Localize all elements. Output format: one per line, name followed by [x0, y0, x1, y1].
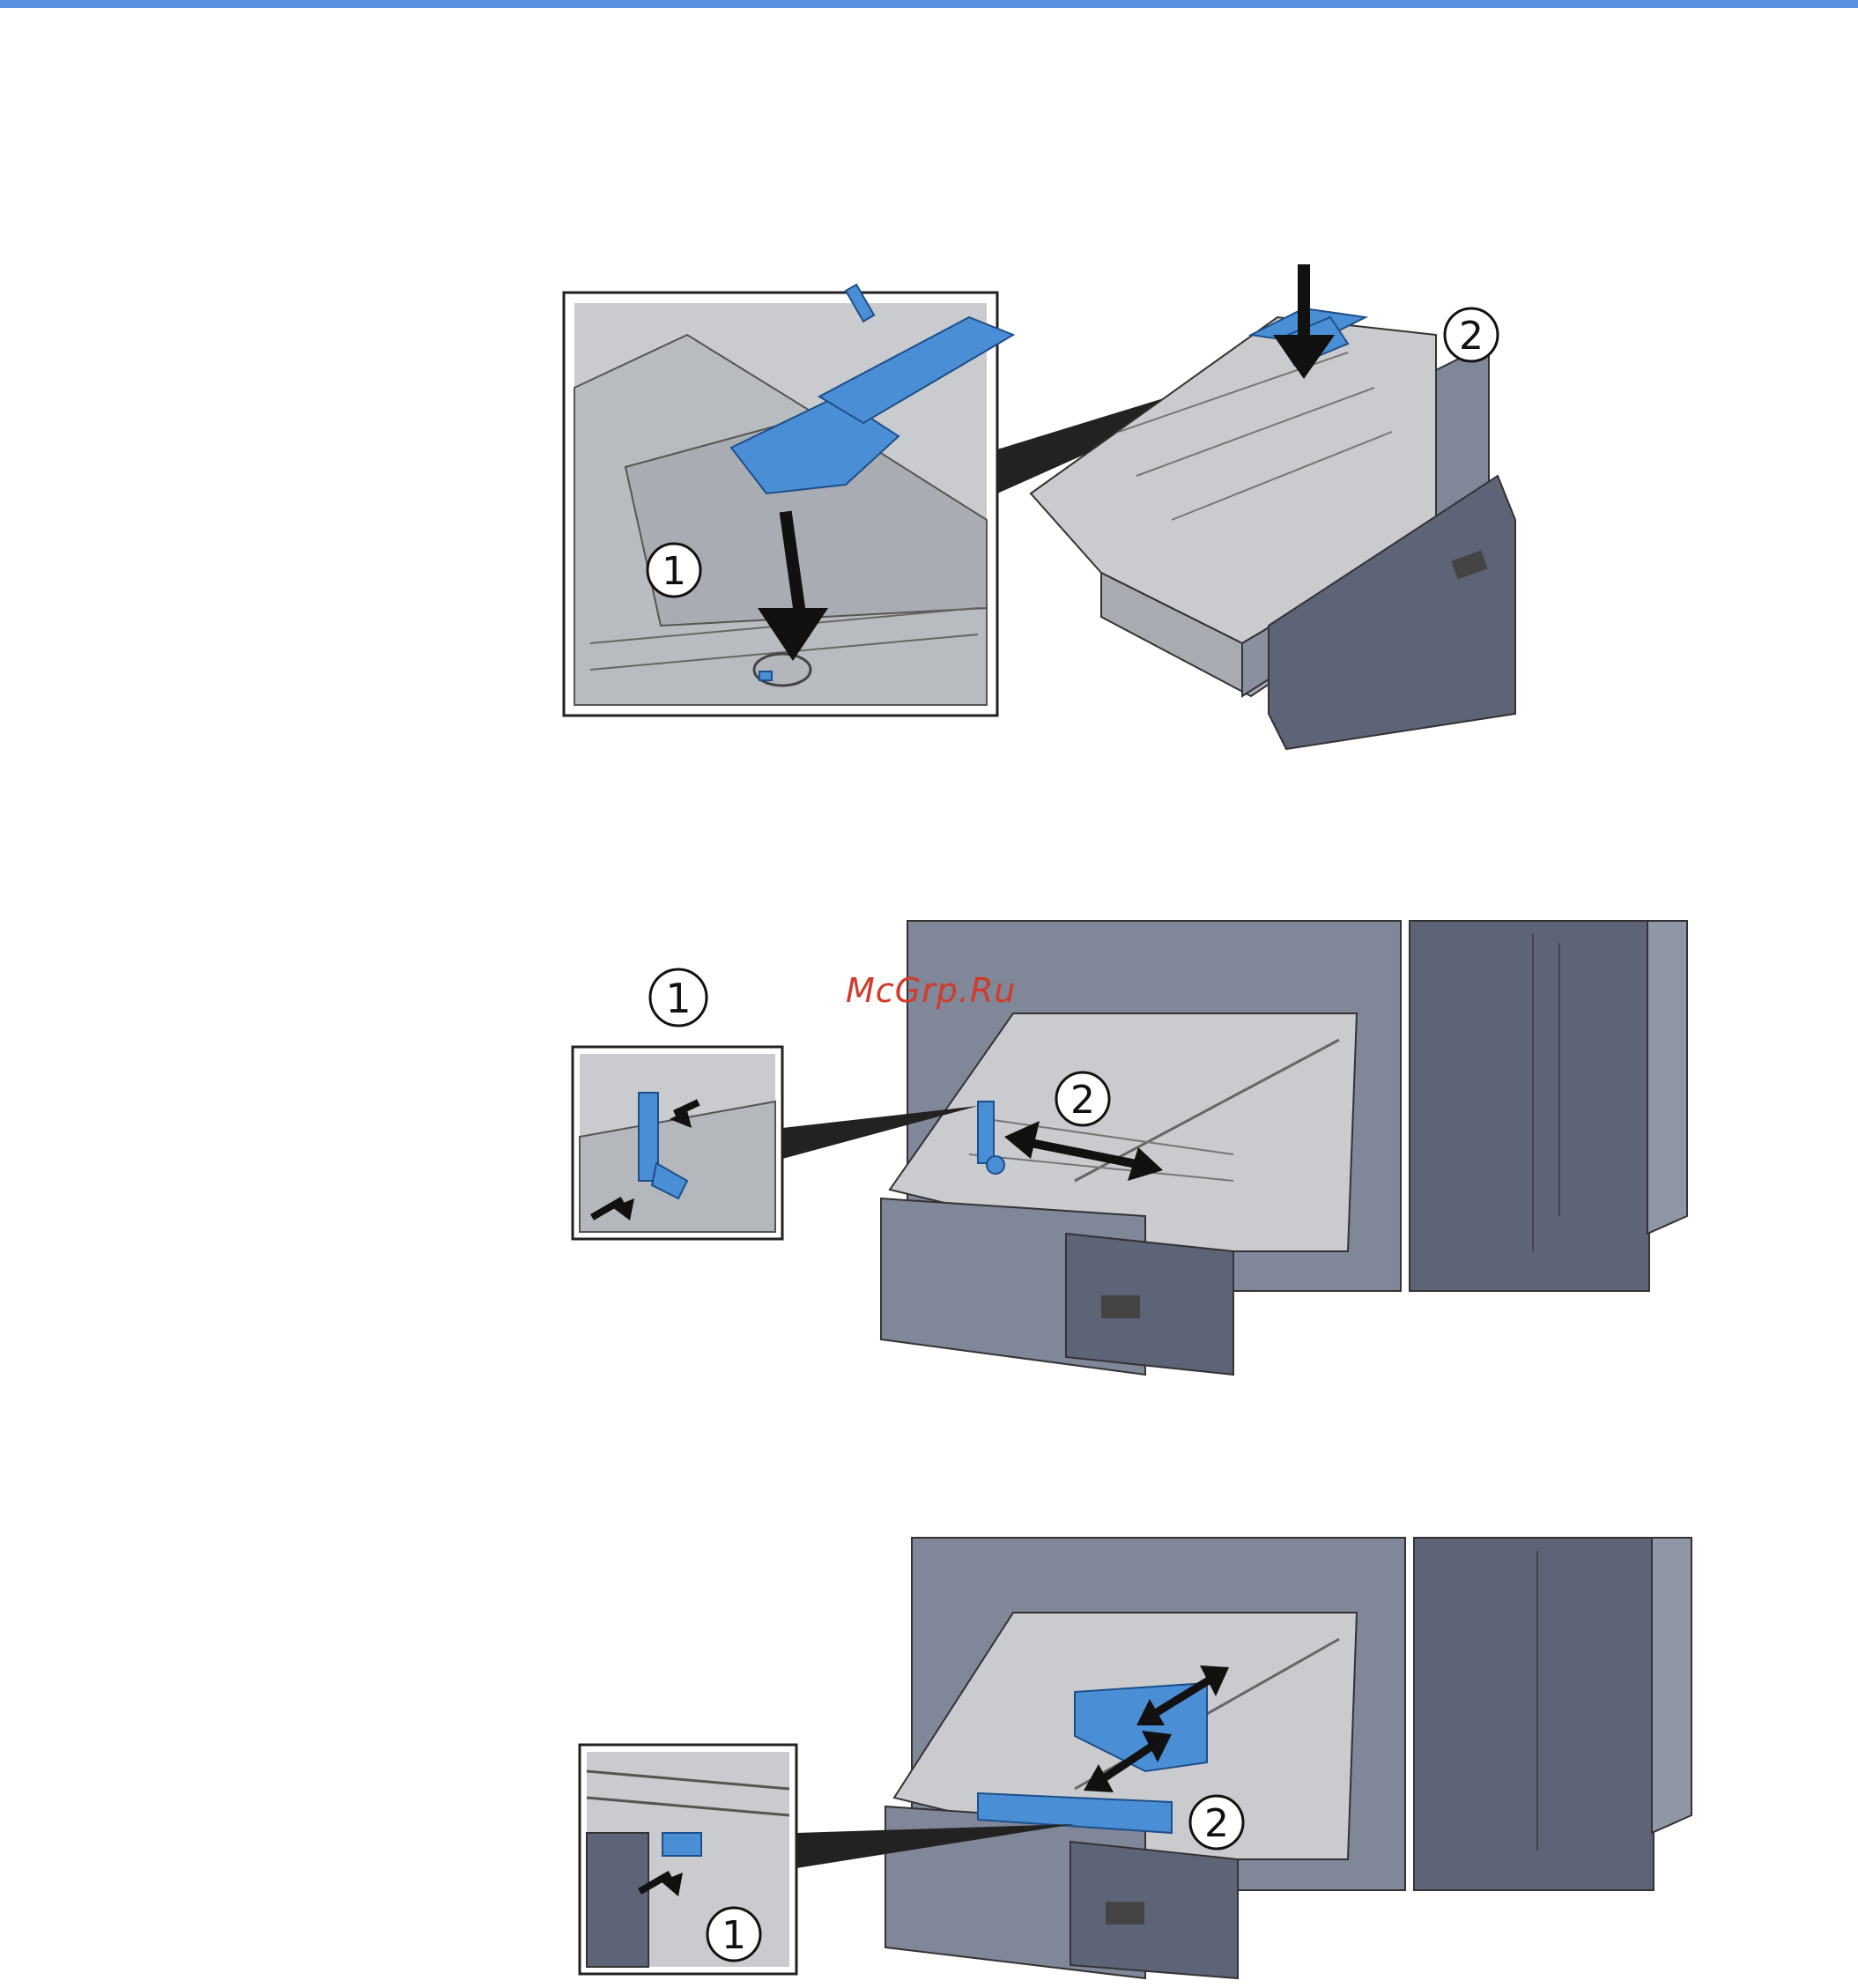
svg-text:2: 2 [1070, 1078, 1095, 1123]
figure-1-callout-2: 2 [1445, 308, 1498, 361]
svg-text:1: 1 [662, 549, 686, 594]
figure-2-callout-2: 2 [1056, 1072, 1109, 1125]
figure-2-callout-1: 1 [650, 969, 707, 1026]
svg-text:1: 1 [665, 975, 691, 1022]
svg-text:1: 1 [722, 1913, 746, 1958]
figure-3-paper-length-guide-diagram: 1 2 [573, 1533, 1718, 1983]
svg-text:2: 2 [1459, 314, 1484, 359]
figure-1-inset-detail [564, 285, 1013, 716]
svg-text:2: 2 [1204, 1801, 1229, 1846]
figure-3-callout-1: 1 [707, 1908, 760, 1961]
figure-1-lock-slot [759, 671, 772, 680]
figure-2-inset-detail [573, 1047, 782, 1239]
figure-3-callout-2: 2 [1190, 1796, 1243, 1849]
figure-3-inset-detail [580, 1745, 796, 1974]
figure-1-callout-1: 1 [648, 544, 700, 597]
top-accent-bar [0, 0, 1858, 8]
watermark-text: McGrp.Ru [846, 971, 1016, 1010]
figure-1-paper-tray-lock-diagram: 1 2 [555, 256, 1700, 758]
figure-3-inset-blue-release [663, 1833, 701, 1856]
figure-1-tray [1031, 308, 1515, 749]
figure-2-paper-width-guide-diagram: 1 2 [564, 916, 1709, 1383]
